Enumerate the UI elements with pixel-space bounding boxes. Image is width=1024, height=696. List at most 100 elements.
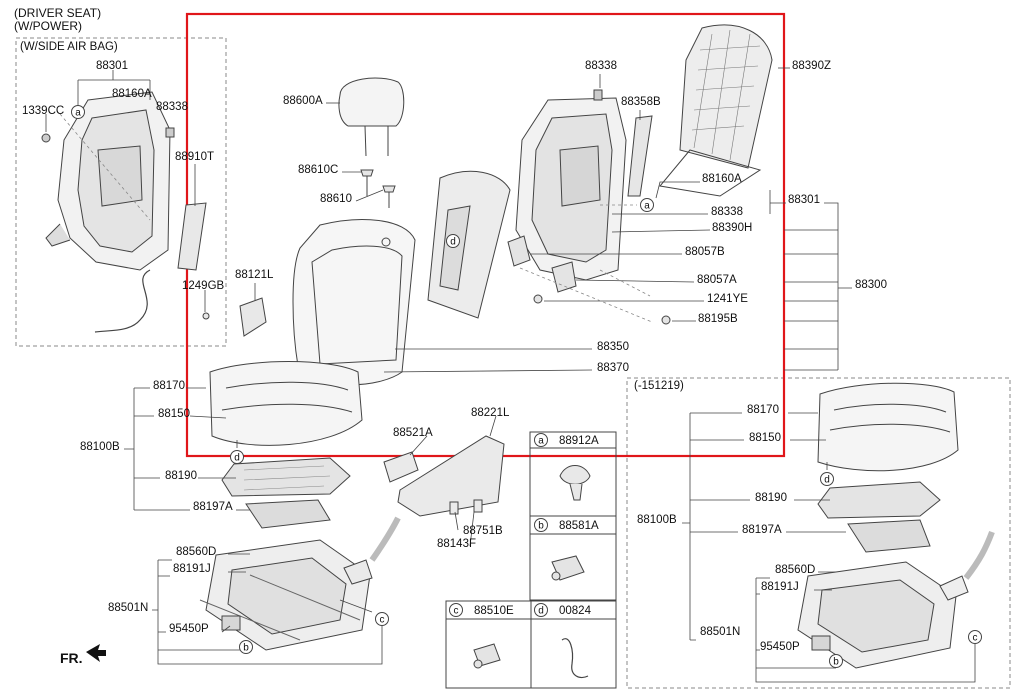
part-label-88390h: 88390H <box>712 222 753 234</box>
part-label-88350: 88350 <box>597 341 629 353</box>
part-label-88560d-a: 88560D <box>176 546 217 558</box>
legend-entry-c: c 88510E <box>449 603 514 617</box>
part-label-88100b-a: 88100B <box>80 441 120 453</box>
part-label-88221l: 88221L <box>471 407 510 419</box>
callout-a-2: a <box>640 198 654 212</box>
airbag-wire-harness <box>94 269 151 333</box>
part-label-88195b: 88195B <box>698 313 738 325</box>
callout-c-2: c <box>968 630 982 644</box>
leader-lines <box>45 67 976 683</box>
part-label-88150-a: 88150 <box>158 408 190 420</box>
recliner-brackets <box>507 235 671 325</box>
part-label-88370: 88370 <box>597 362 629 374</box>
part-label-88057b: 88057B <box>685 246 725 258</box>
part-label-88338-c: 88338 <box>711 206 743 218</box>
part-label-88358b: 88358B <box>621 96 661 108</box>
headrest-guides <box>360 169 396 208</box>
callout-letter: d <box>450 237 456 248</box>
callout-letter: b <box>243 643 249 654</box>
part-label-88160a-b: 88160A <box>702 173 742 185</box>
seat-heater-mat <box>221 457 351 529</box>
part-label-88390z: 88390Z <box>792 60 832 72</box>
part-label-88501n-b: 88501N <box>700 626 741 638</box>
headrest <box>338 77 405 157</box>
part-label-88560d-b: 88560D <box>775 564 816 576</box>
legend-letter: c <box>454 606 459 617</box>
part-label-88300: 88300 <box>855 279 887 291</box>
callout-b-1: b <box>239 640 253 654</box>
legend-letter: a <box>538 436 544 447</box>
header-driver-seat: (DRIVER SEAT) <box>14 6 102 20</box>
callout-letter: b <box>833 657 839 668</box>
alt-seat-group-box <box>626 377 1011 689</box>
seat-back-pad <box>427 170 511 319</box>
alt-seat-cushion-cover <box>817 382 959 472</box>
legend-motor-c-drawing <box>473 643 501 669</box>
part-label-88150-b: 88150 <box>749 432 781 444</box>
seat-track-assembly <box>199 539 371 651</box>
side-cover-88121l <box>202 297 267 337</box>
dashed-leaders <box>59 113 653 323</box>
callout-d-3: d <box>820 472 834 486</box>
header-power: (W/POWER) <box>14 19 82 33</box>
orientation-label: FR. <box>60 650 83 666</box>
callout-d-1: d <box>446 234 460 248</box>
part-label-88301-b: 88301 <box>788 194 820 206</box>
callout-letter: a <box>75 108 81 119</box>
callout-b-2: b <box>829 654 843 668</box>
part-label-88197a-a: 88197A <box>193 501 233 513</box>
part-label-88190-a: 88190 <box>165 470 197 482</box>
part-label-88057a: 88057A <box>697 274 737 286</box>
alt-seat-track-assembly <box>797 530 995 669</box>
part-label-88191j-b: 88191J <box>761 581 799 593</box>
part-label-1249gb: 1249GB <box>182 280 225 292</box>
part-label-1241ye: 1241YE <box>707 293 748 305</box>
part-label-88751b: 88751B <box>463 525 503 537</box>
callout-d-2: d <box>230 450 244 464</box>
part-label-88143f: 88143F <box>437 538 477 550</box>
part-label-88121l: 88121L <box>235 269 274 281</box>
part-label-88338-a: 88338 <box>156 101 188 113</box>
side-airbag-frame <box>41 91 207 271</box>
seat-cushion-cover <box>209 361 363 446</box>
power-switch-parts <box>343 435 505 585</box>
part-label-1339cc: 1339CC <box>22 105 65 117</box>
part-label-88910t: 88910T <box>175 151 215 163</box>
part-label-88160a-a: 88160A <box>112 88 152 100</box>
part-label-88301-a: 88301 <box>96 60 128 72</box>
callout-letter: c <box>380 615 385 626</box>
side-airbag-title: (W/SIDE AIR BAG) <box>20 41 118 53</box>
part-label-88170-b: 88170 <box>747 404 779 416</box>
legend-part-code: 88510E <box>474 605 514 617</box>
part-label-88100b-b: 88100B <box>637 514 677 526</box>
callout-layer: a a d d d c b c b <box>71 105 982 668</box>
callout-c-1: c <box>375 612 389 626</box>
callout-letter: d <box>234 453 240 464</box>
part-label-88197a-b: 88197A <box>742 524 782 536</box>
part-label-88170-a: 88170 <box>153 380 185 392</box>
alt-box-title: (-151219) <box>634 380 684 392</box>
legend-letter: d <box>538 606 544 617</box>
part-label-88600a: 88600A <box>283 95 323 107</box>
seat-back-board <box>659 24 773 197</box>
part-label-95450p-a: 95450P <box>169 623 209 635</box>
seat-back-cover <box>292 219 416 386</box>
callout-letter: d <box>824 475 830 486</box>
alt-seat-heater-mat <box>817 481 941 553</box>
legend-part-code: 88581A <box>559 520 599 532</box>
seat-back-frame <box>515 89 653 281</box>
part-label-88521a: 88521A <box>393 427 433 439</box>
part-label-88338-b: 88338 <box>585 60 617 72</box>
part-label-88190-b: 88190 <box>755 492 787 504</box>
callout-a-1: a <box>71 105 85 119</box>
legend-wire-clip-drawing <box>561 638 589 679</box>
part-label-95450p-b: 95450P <box>760 641 800 653</box>
part-label-88191j-a: 88191J <box>173 563 211 575</box>
callout-letter: c <box>973 633 978 644</box>
front-direction-arrow <box>86 644 106 662</box>
